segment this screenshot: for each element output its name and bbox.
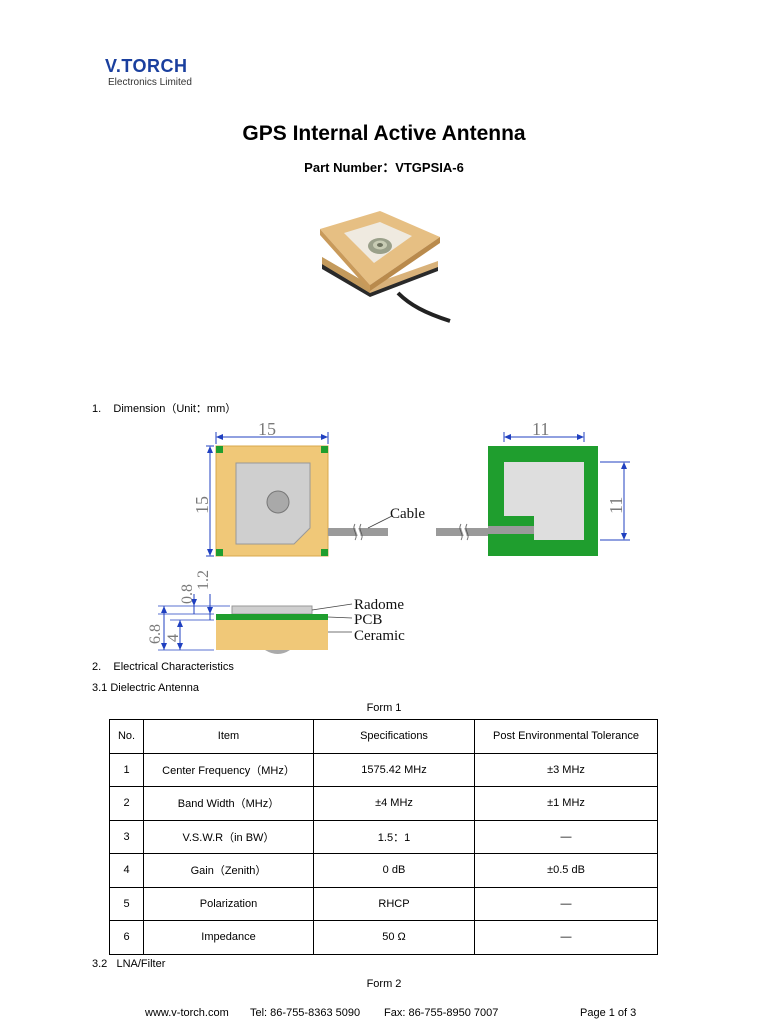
table-row: 5 Polarization RHCP — xyxy=(109,886,658,921)
radome-label: Radome xyxy=(354,597,404,613)
section-dielectric: 3.1 Dielectric Antenna xyxy=(92,682,200,694)
section-electrical: 2. Electrical Characteristics xyxy=(92,661,234,673)
dim-top-height: 15 xyxy=(192,496,212,514)
header-no: No. xyxy=(109,719,144,754)
pcb-label: PCB xyxy=(354,612,382,628)
cell-spec: 50 Ω xyxy=(313,920,475,955)
cell-spec: ±4 MHz xyxy=(313,786,475,821)
spec-table: No. Item Specifications Post Environment… xyxy=(109,719,658,955)
dim-pcb-height: 1.2 xyxy=(195,570,212,590)
part-number: Part Number：VTGPSIA-6 xyxy=(304,160,464,175)
cell-item: Impedance xyxy=(143,920,314,955)
cell-tolerance: — xyxy=(474,819,658,854)
dim-radome-height: 0.8 xyxy=(179,584,196,604)
form2-label: Form 2 xyxy=(366,978,402,990)
cell-spec: 1575.42 MHz xyxy=(313,752,475,787)
table-row: 4 Gain（Zenith） 0 dB ±0.5 dB xyxy=(109,853,658,888)
cell-spec: 1.5：1 xyxy=(313,819,475,854)
dim-bottom-height: 11 xyxy=(606,497,626,514)
cell-item: Band Width（MHz） xyxy=(143,786,314,821)
section-dimension: 1. Dimension（Unit：mm） xyxy=(92,403,237,415)
cell-spec: 0 dB xyxy=(313,853,475,888)
footer-fax: Fax: 86-755-8950 7007 xyxy=(384,1007,499,1019)
table-row: 1 Center Frequency（MHz） 1575.42 MHz ±3 M… xyxy=(109,752,658,787)
dim-top-width: 15 xyxy=(258,419,276,439)
cell-no: 3 xyxy=(109,819,144,854)
cable-label: Cable xyxy=(390,506,425,522)
cell-tolerance: ±3 MHz xyxy=(474,752,658,787)
table-row: 2 Band Width（MHz） ±4 MHz ±1 MHz xyxy=(109,786,658,821)
document-title: GPS Internal Active Antenna xyxy=(242,122,526,145)
table-row: 3 V.S.W.R（in BW） 1.5：1 — xyxy=(109,819,658,854)
cell-no: 6 xyxy=(109,920,144,955)
table-header-row: No. Item Specifications Post Environment… xyxy=(109,719,658,754)
table-row: 6 Impedance 50 Ω — xyxy=(109,920,658,955)
ceramic-label: Ceramic xyxy=(354,628,405,644)
cell-item: V.S.W.R（in BW） xyxy=(143,819,314,854)
cell-tolerance: — xyxy=(474,920,658,955)
section-lna: 3.2 LNA/Filter xyxy=(92,958,166,970)
dim-ceramic-height: 4 xyxy=(165,634,182,642)
cell-no: 1 xyxy=(109,752,144,787)
footer-tel: Tel: 86-755-8363 5090 xyxy=(250,1007,361,1019)
header-specifications: Specifications xyxy=(313,719,475,754)
footer-page-number: Page 1 of 3 xyxy=(580,1007,637,1019)
cell-no: 5 xyxy=(109,886,144,921)
cell-tolerance: ±1 MHz xyxy=(474,786,658,821)
cell-item: Gain（Zenith） xyxy=(143,853,314,888)
cell-no: 2 xyxy=(109,786,144,821)
cell-tolerance: ±0.5 dB xyxy=(474,853,658,888)
header-item: Item xyxy=(143,719,314,754)
dim-bottom-width: 11 xyxy=(532,419,549,439)
header-tolerance: Post Environmental Tolerance xyxy=(474,719,658,754)
company-logo: V.TORCH xyxy=(105,56,188,76)
cell-item: Polarization xyxy=(143,886,314,921)
footer-website[interactable]: www.v-torch.com xyxy=(145,1007,229,1019)
cell-tolerance: — xyxy=(474,886,658,921)
cell-no: 4 xyxy=(109,853,144,888)
company-subtitle: Electronics Limited xyxy=(108,77,192,88)
dim-total-height: 6.8 xyxy=(147,624,164,644)
form1-label: Form 1 xyxy=(366,702,402,714)
antenna-product-photo xyxy=(320,211,451,323)
dimension-drawing: 15 15 Cable 11 11 Radome PCB Ceramic xyxy=(147,419,630,654)
cell-item: Center Frequency（MHz） xyxy=(143,752,314,787)
cell-spec: RHCP xyxy=(313,886,475,921)
